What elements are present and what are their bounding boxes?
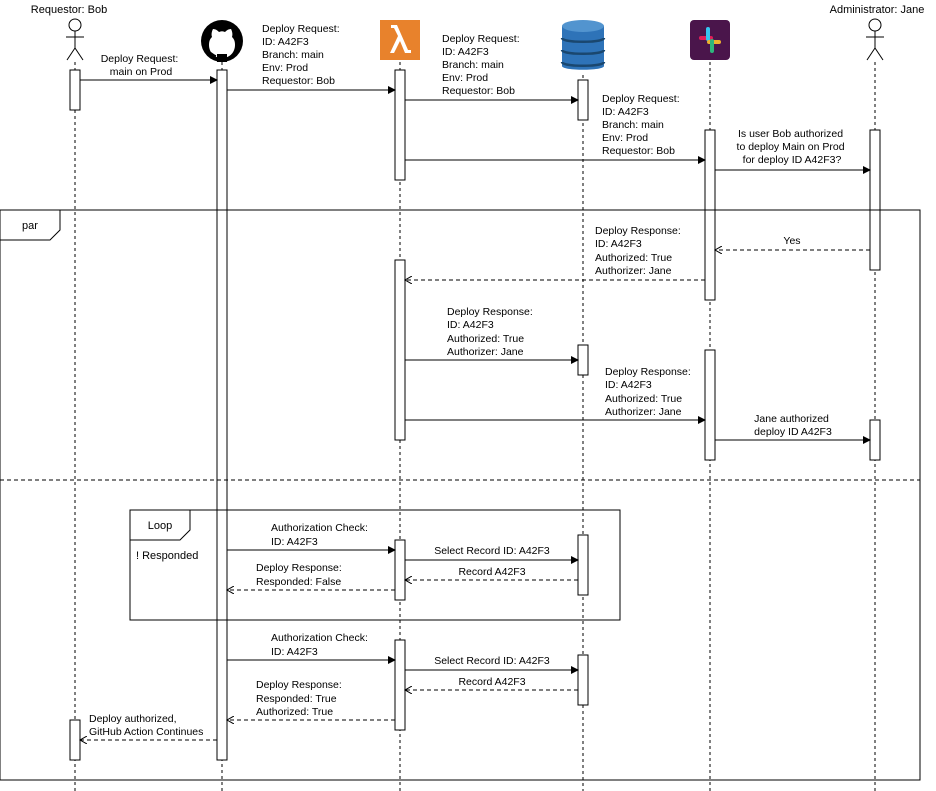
message-label-m18: Deploy Response: Responded: True Authori… (256, 679, 345, 718)
activation-lambda (394, 539, 406, 601)
activation-lambda (394, 639, 406, 731)
message-label-m2: Deploy Request: ID: A42F3 Branch: main E… (262, 23, 343, 87)
loop-guard-label: ! Responded (136, 550, 198, 562)
activation-dynamodb (577, 79, 589, 121)
person-icon (866, 18, 884, 61)
activation-dynamodb (577, 534, 589, 596)
activation-requestor (69, 719, 81, 761)
message-lines (80, 76, 871, 740)
loop-frame-label: Loop (148, 520, 172, 532)
requestor-participant: Requestor: Bob (31, 4, 107, 61)
message-label-m7: Deploy Response: ID: A42F3 Authorized: T… (595, 225, 684, 277)
activation-dynamodb (577, 344, 589, 376)
slack-icon (690, 20, 730, 60)
activation-slack (704, 349, 716, 461)
message-label-m3: Deploy Request: ID: A42F3 Branch: main E… (442, 33, 523, 97)
dynamodb-icon (560, 20, 606, 70)
administrator-label: Administrator: Jane (830, 4, 925, 16)
message-label-m11: Authorization Check: ID: A42F3 (271, 522, 371, 548)
activation-slack (704, 129, 716, 301)
message-label-m16: Select Record ID: A42F3 (434, 655, 550, 667)
message-label-m19: Deploy authorized, GitHub Action Continu… (89, 713, 203, 738)
activation-administrator (869, 129, 881, 271)
loop-frame: Loop ! Responded (129, 509, 621, 621)
message-label-m6: Yes (783, 235, 800, 247)
activation-administrator (869, 419, 881, 461)
activation-requestor (69, 69, 81, 111)
aws-lambda-icon (380, 20, 420, 60)
activation-lambda (394, 69, 406, 181)
message-label-m14: Deploy Response: Responded: False (256, 562, 345, 588)
activation-github (216, 69, 228, 761)
message-label-m17: Record A42F3 (458, 676, 525, 688)
message-label-m12: Select Record ID: A42F3 (434, 545, 550, 557)
message-label-m10: Jane authorized deploy ID A42F3 (754, 413, 832, 438)
activation-lambda (394, 259, 406, 441)
message-label-m9: Deploy Response: ID: A42F3 Authorized: T… (605, 366, 694, 418)
message-label-m5: Is user Bob authorized to deploy Main on… (737, 128, 848, 166)
message-label-m1: Deploy Request: main on Prod (101, 53, 182, 78)
message-label-m4: Deploy Request: ID: A42F3 Branch: main E… (602, 93, 683, 157)
github-icon (201, 20, 243, 62)
par-frame-label: par (22, 220, 38, 232)
administrator-participant: Administrator: Jane (830, 4, 925, 61)
requestor-label: Requestor: Bob (31, 4, 107, 16)
message-label-m13: Record A42F3 (458, 566, 525, 578)
person-icon (66, 18, 84, 61)
message-label-m15: Authorization Check: ID: A42F3 (271, 632, 371, 658)
activation-dynamodb (577, 654, 589, 706)
par-frame: par (0, 209, 921, 781)
message-label-m8: Deploy Response: ID: A42F3 Authorized: T… (447, 306, 536, 358)
